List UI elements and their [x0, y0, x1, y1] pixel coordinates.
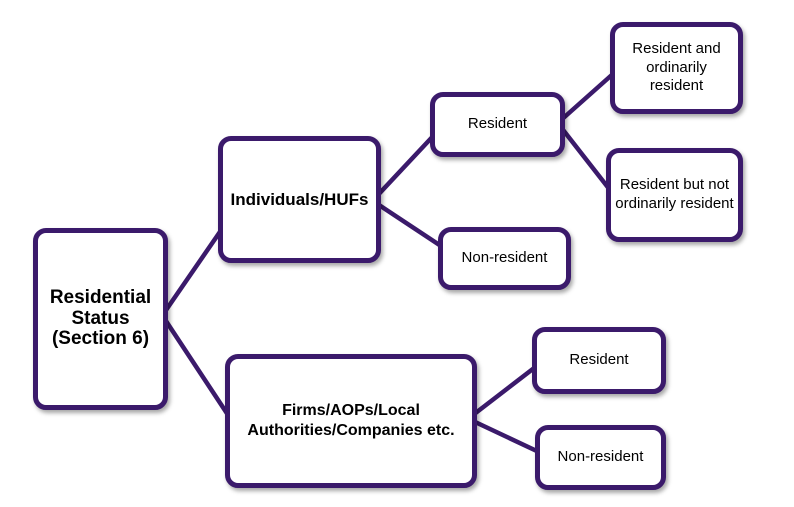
node-non-resident-firms: Non-resident	[535, 425, 666, 490]
node-resident-ordinarily-resident: Resident and ordinarily resident	[610, 22, 743, 114]
node-firms-aops-local-authorities: Firms/AOPs/Local Authorities/Companies e…	[225, 354, 477, 488]
edge-root-firms	[161, 315, 233, 421]
edge-individuals-non-resident	[373, 200, 447, 251]
edge-resident-ordinarily	[557, 70, 617, 124]
node-resident-individuals: Resident	[430, 92, 565, 157]
node-resident-not-ordinarily-resident: Resident but not ordinarily resident	[606, 148, 743, 242]
node-residential-status: Residential Status (Section 6)	[33, 228, 168, 410]
edge-root-individuals	[161, 223, 227, 316]
node-resident-firms: Resident	[532, 327, 666, 394]
node-individuals-hufs: Individuals/HUFs	[218, 136, 381, 263]
edge-individuals-resident	[373, 130, 439, 200]
edge-firms-non-resident	[470, 418, 544, 456]
edge-firms-resident	[470, 362, 541, 418]
edge-resident-not-ordinarily	[557, 123, 613, 193]
node-non-resident-individuals: Non-resident	[438, 227, 571, 290]
